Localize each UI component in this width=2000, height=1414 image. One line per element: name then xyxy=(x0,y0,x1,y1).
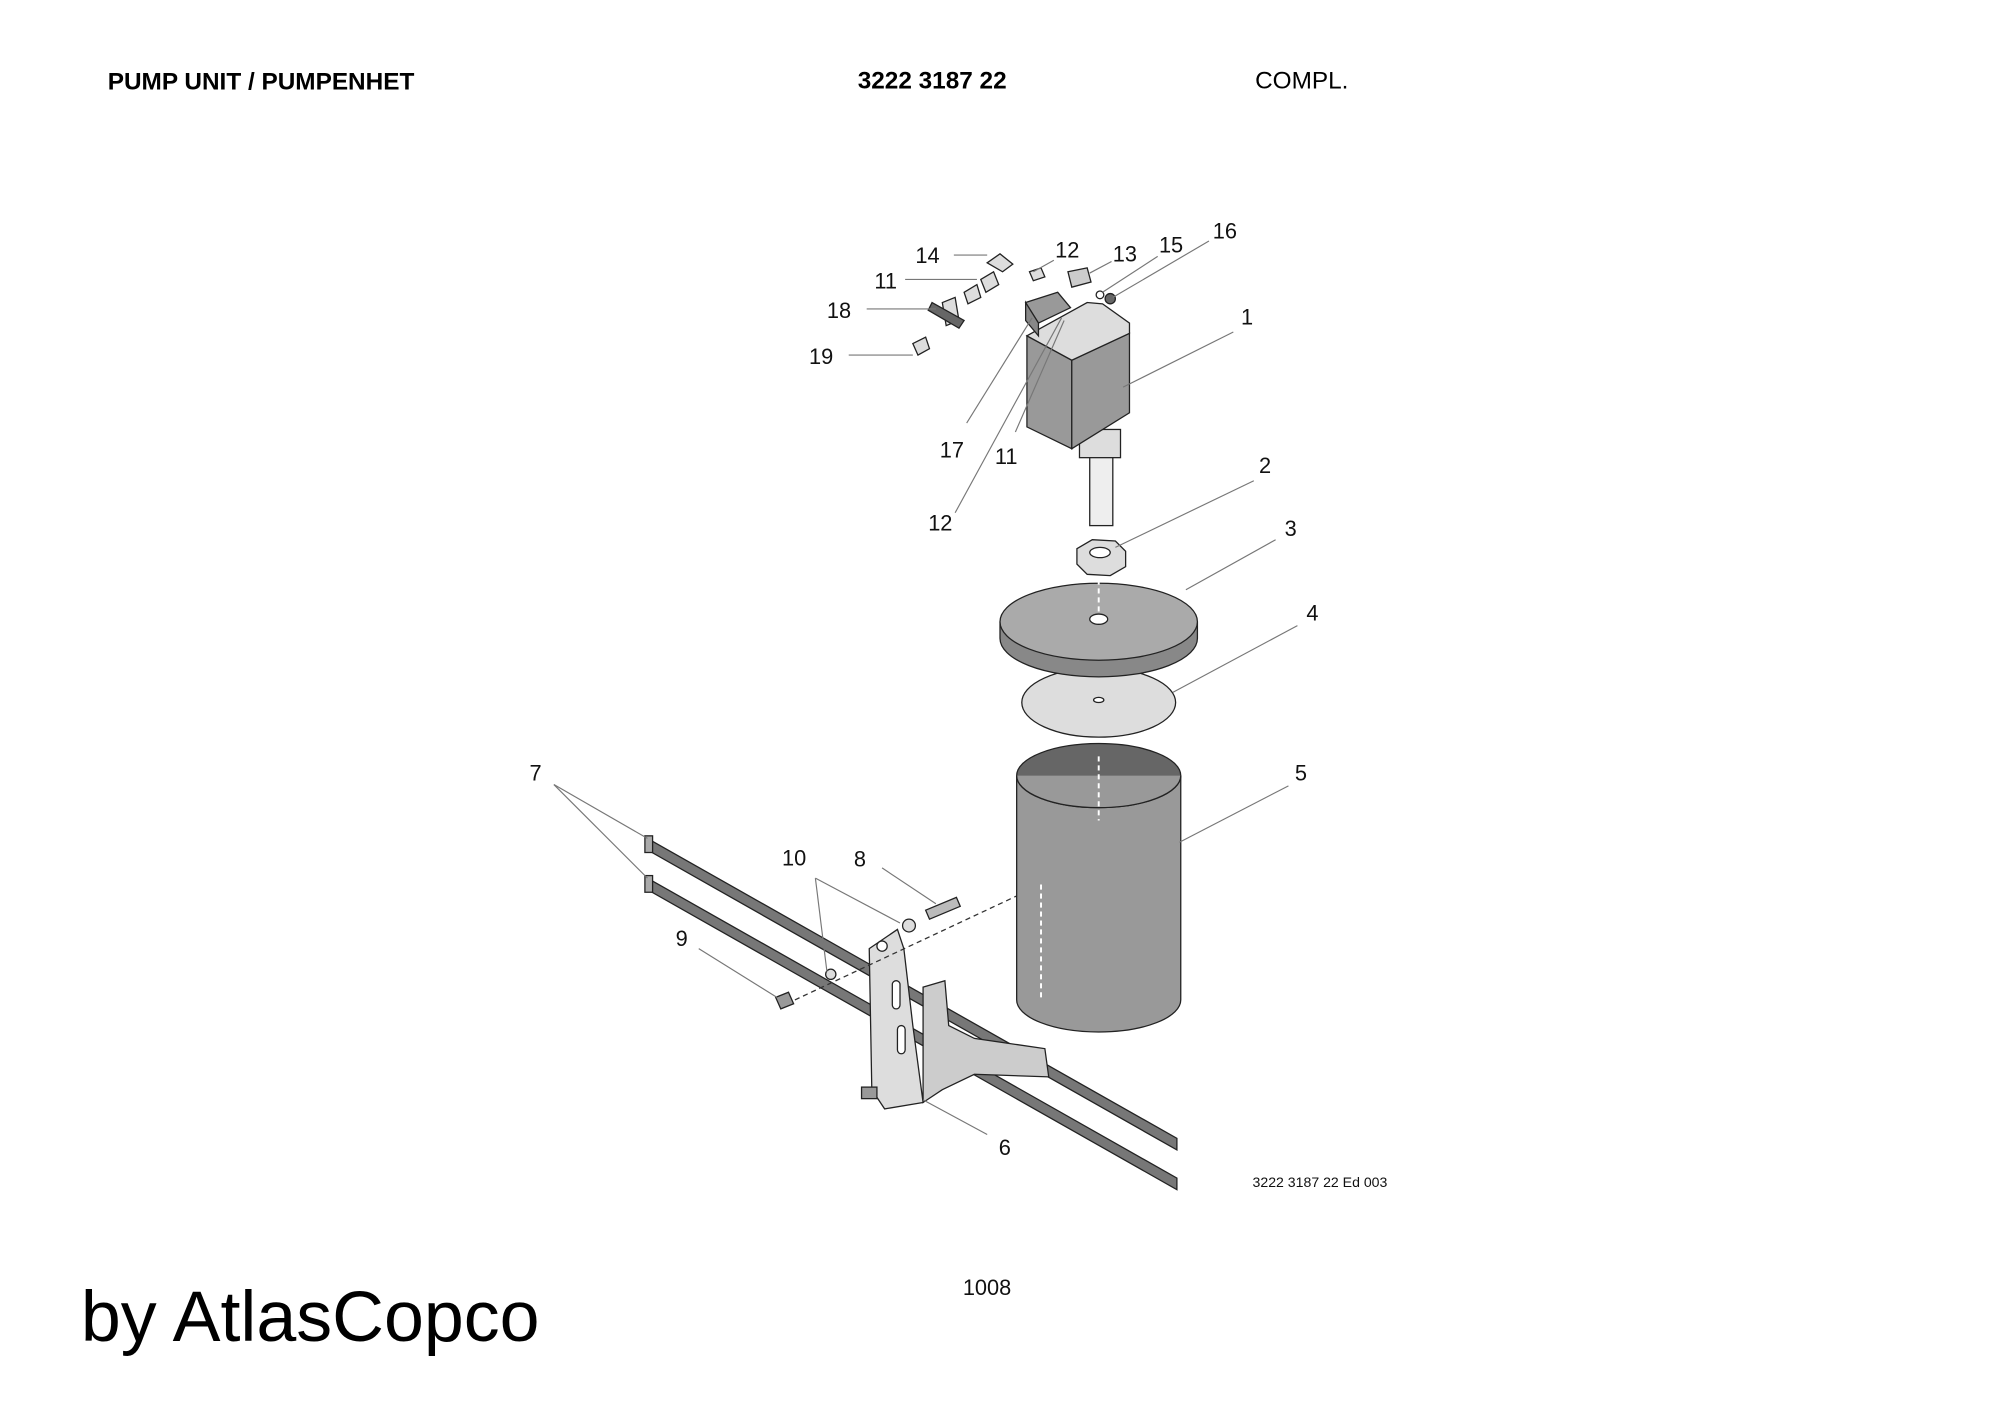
fasteners xyxy=(774,883,1042,1010)
fittings xyxy=(911,253,1117,357)
callout-5: 5 xyxy=(1295,761,1307,786)
callout-18: 18 xyxy=(827,298,851,323)
callout-9: 9 xyxy=(676,926,688,951)
nut-2 xyxy=(1076,539,1127,577)
callout-19: 19 xyxy=(809,344,833,369)
watermark: by AtlasCopco xyxy=(81,1277,540,1357)
callout-6: 6 xyxy=(999,1135,1011,1160)
cylinder-5 xyxy=(1016,742,1182,1033)
pump-1 xyxy=(1024,291,1131,527)
part-number: 3222 3187 22 xyxy=(858,67,1007,94)
callout-3: 3 xyxy=(1285,516,1297,541)
callout-12-lower: 12 xyxy=(928,511,952,536)
callout-11-lower: 11 xyxy=(995,444,1018,469)
page-number: 1008 xyxy=(963,1275,1011,1300)
callout-4: 4 xyxy=(1306,600,1318,625)
callout-7: 7 xyxy=(530,761,542,786)
callout-1: 1 xyxy=(1241,304,1253,329)
drawing-reference: 3222 3187 22 Ed 003 xyxy=(1253,1174,1388,1190)
leader-lines xyxy=(553,240,1298,1136)
callout-14: 14 xyxy=(915,243,939,268)
callout-10: 10 xyxy=(782,845,806,870)
bracket-6 xyxy=(860,928,1050,1110)
lid-3 xyxy=(999,570,1199,678)
callout-2: 2 xyxy=(1259,453,1271,478)
callout-12: 12 xyxy=(1055,238,1079,263)
callout-11: 11 xyxy=(874,268,897,293)
callout-8: 8 xyxy=(854,847,866,872)
callout-13: 13 xyxy=(1113,242,1137,267)
callout-16: 16 xyxy=(1213,218,1237,243)
page-title: PUMP UNIT / PUMPENHET xyxy=(108,69,415,96)
gasket-4 xyxy=(1021,667,1177,738)
callout-15: 15 xyxy=(1159,233,1183,258)
status-label: COMPL. xyxy=(1255,67,1348,94)
callout-17: 17 xyxy=(940,438,964,463)
